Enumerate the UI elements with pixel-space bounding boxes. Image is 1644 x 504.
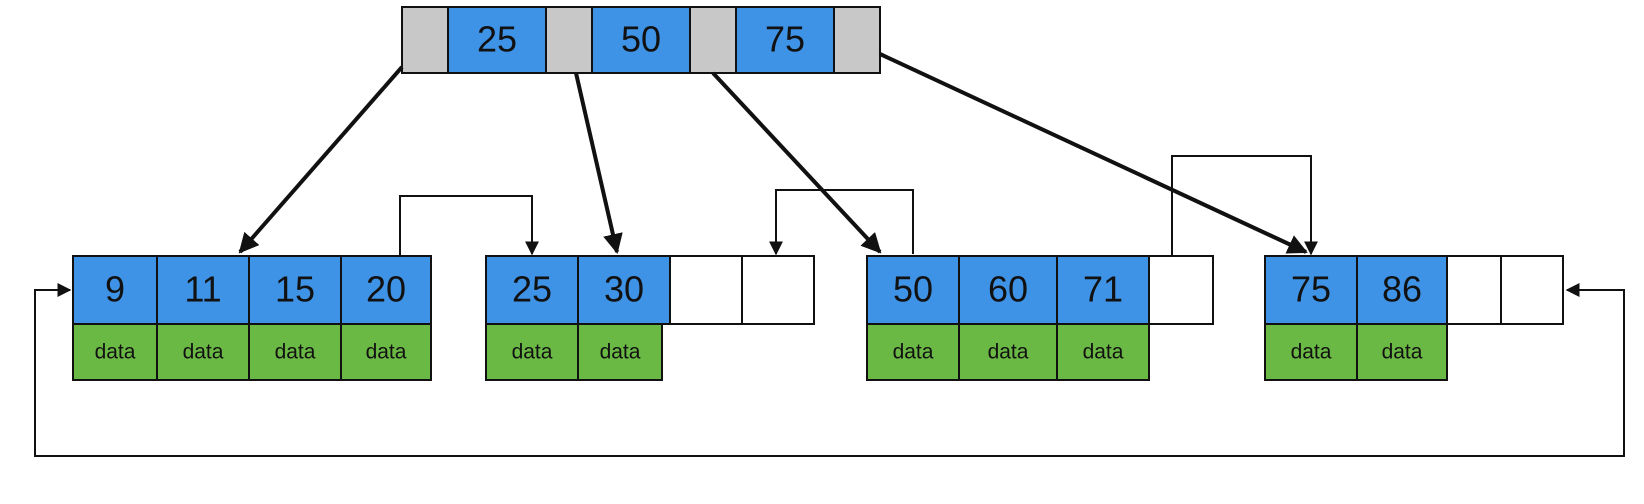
root-key: 25 [477,19,517,60]
root-pointer-slot [833,6,881,74]
leaf-key: 71 [1083,269,1123,310]
root-pointer-slot [689,6,737,74]
leaf-key: 15 [275,269,315,310]
leaf-data-cell [340,323,432,381]
leaf-data-label: data [1291,341,1332,364]
root-key-cell [735,6,835,74]
leaf-key: 50 [893,269,933,310]
leaf-data-label: data [95,341,136,364]
leaf-data-cell [248,323,342,381]
leaf-data-cell [1356,323,1448,381]
leaf-key-cell [1264,255,1358,325]
root-node: 25 50 75 [401,6,881,74]
leaf-data-cell [577,323,663,381]
root-key-cell [591,6,691,74]
sibling-link-2-3 [769,189,914,256]
leaf-data-label: data [988,341,1029,364]
leaf-key: 86 [1382,269,1422,310]
leaf-data-label: data [183,341,224,364]
leaf-data-cell [156,323,250,381]
sibling-link-3-4 [1171,155,1318,256]
leaf-empty-cell [1446,255,1502,325]
leaf-data-label: data [275,341,316,364]
pointer-arrow-leaf-2 [574,72,623,254]
root-key: 75 [765,19,805,60]
leaf-key-cell [1056,255,1150,325]
leaf-empty-cell [1148,255,1214,325]
wraparound-link [34,283,1625,457]
leaf-data-cell [958,323,1058,381]
leaf-key: 11 [184,269,221,310]
leaf-empty-cell [669,255,743,325]
leaf-key: 75 [1291,269,1331,310]
root-key-cell [447,6,547,74]
leaf-key: 9 [105,269,125,310]
leaf-node-2: 25 30 data data [485,255,815,381]
leaf-key-cell [866,255,960,325]
leaf-data-label: data [1083,341,1124,364]
root-pointer-slot [401,6,449,74]
leaf-node-4: 75 86 data data [1264,255,1564,381]
pointer-arrow-leaf-3 [711,71,882,254]
child-pointers [238,52,1308,254]
leaf-data-label: data [893,341,934,364]
leaf-data-label: data [512,341,553,364]
leaf-key-cell [958,255,1058,325]
leaf-key: 25 [512,269,552,310]
sibling-link-1-2 [399,195,539,256]
leaf-key-cell [1356,255,1448,325]
leaf-key-cell [248,255,342,325]
pointer-arrow-leaf-4 [879,52,1308,254]
leaf-data-cell [1056,323,1150,381]
leaf-data-cell [485,323,579,381]
leaf-empty-cell [1500,255,1564,325]
leaf-data-label: data [366,341,407,364]
leaf-data-cell [866,323,960,381]
leaf-key: 60 [988,269,1028,310]
leaf-key: 30 [604,269,644,310]
leaf-node-3: 50 60 71 data data data [866,255,1214,381]
leaf-empty-cell [741,255,815,325]
leaf-node-1: 9 11 15 20 data data data data [72,255,432,381]
leaf-data-label: data [1382,341,1423,364]
root-pointer-slot [545,6,593,74]
leaf-key: 20 [366,269,406,310]
pointer-arrow-leaf-1 [238,65,404,254]
root-key: 50 [621,19,661,60]
leaf-data-cell [72,323,158,381]
sibling-links [34,155,1625,457]
leaf-key-cell [485,255,579,325]
leaf-data-label: data [600,341,641,364]
